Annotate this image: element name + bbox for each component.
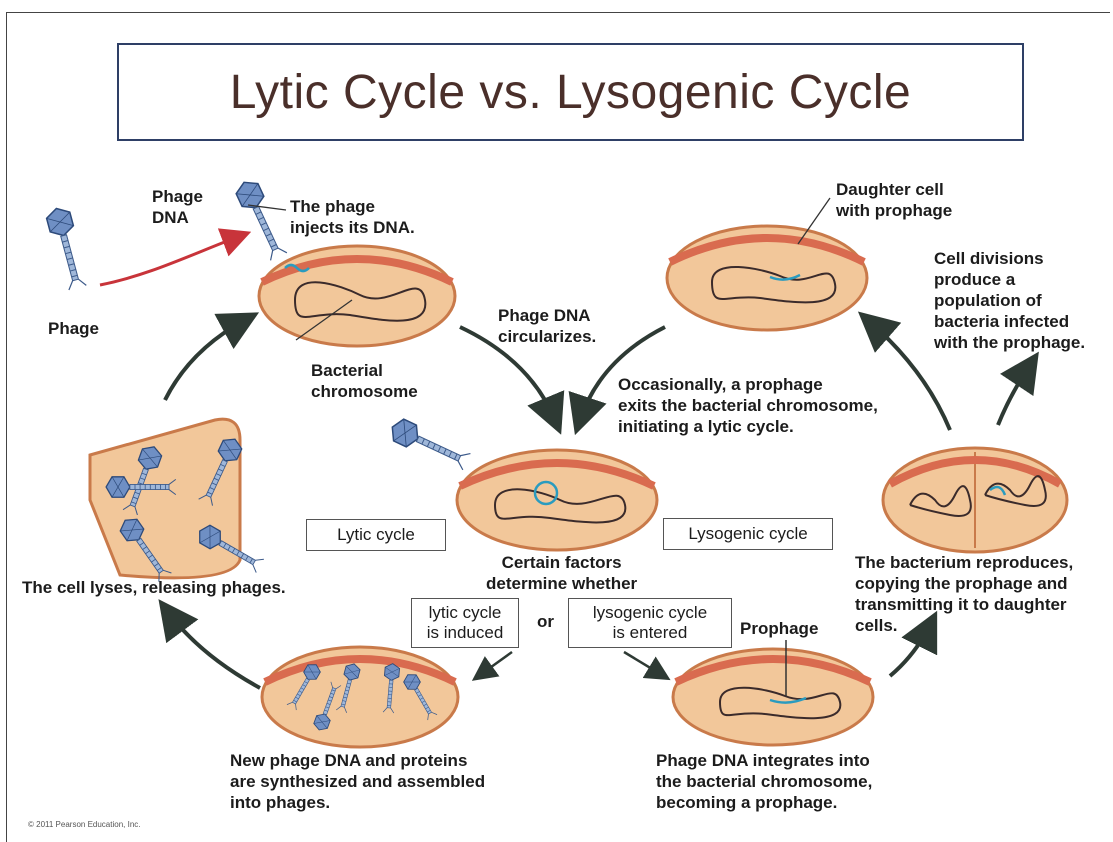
label-cell-lyses: The cell lyses, releasing phages. xyxy=(22,577,286,598)
lytic-cycle-box: Lytic cycle xyxy=(306,519,446,551)
label-phage: Phage xyxy=(48,318,99,339)
lysed-cell xyxy=(90,419,265,583)
label-reproduces: The bacterium reproduces, copying the pr… xyxy=(855,552,1073,636)
center-cell xyxy=(457,450,657,550)
daughter-cell xyxy=(667,226,867,330)
floating-phage-icon xyxy=(387,416,471,472)
label-occasionally: Occasionally, a prophage exits the bacte… xyxy=(618,374,878,437)
label-daughter-cell: Daughter cell with prophage xyxy=(836,179,952,221)
lysogenic-entered-box: lysogenic cycle is entered xyxy=(568,598,732,648)
copyright-note: © 2011 Pearson Education, Inc. xyxy=(28,820,140,829)
label-new-phage: New phage DNA and proteins are synthesiz… xyxy=(230,750,485,813)
dividing-cell xyxy=(883,448,1067,552)
label-certain-factors: Certain factors determine whether xyxy=(486,552,637,594)
label-cell-divisions: Cell divisions produce a population of b… xyxy=(934,248,1085,353)
label-phage-dna: Phage DNA xyxy=(152,186,203,228)
label-prophage: Prophage xyxy=(740,618,818,639)
injection-arrow xyxy=(100,236,240,285)
label-circularizes: Phage DNA circularizes. xyxy=(498,305,596,347)
decision-arrows xyxy=(480,652,662,675)
free-phage-icon xyxy=(45,205,89,290)
infected-cell xyxy=(259,246,455,346)
label-injects: The phage injects its DNA. xyxy=(290,196,415,238)
lysogenic-cycle-box: Lysogenic cycle xyxy=(663,518,833,550)
assembling-cell xyxy=(262,647,458,747)
prophage-cell xyxy=(673,640,873,745)
injecting-phage-icon xyxy=(233,177,289,261)
label-integrates: Phage DNA integrates into the bacterial … xyxy=(656,750,872,813)
lytic-induced-box: lytic cycle is induced xyxy=(411,598,519,648)
label-bacterial-chromosome: Bacterial chromosome xyxy=(311,360,418,402)
label-or: or xyxy=(537,611,554,632)
